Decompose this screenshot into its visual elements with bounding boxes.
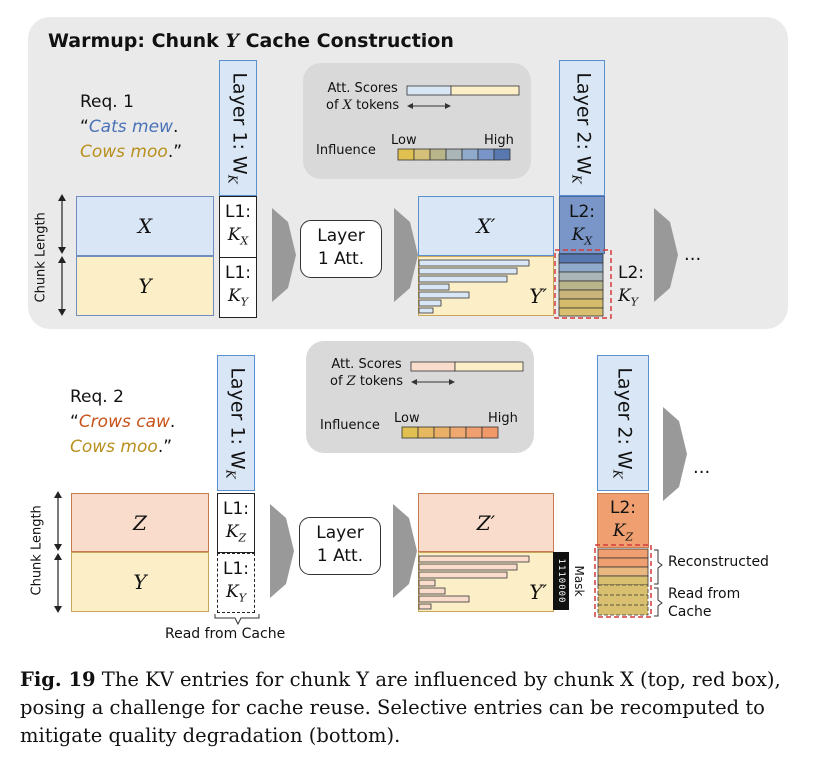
top-legend-low: Low [391, 133, 417, 148]
bottom-legend-low: Low [394, 411, 420, 426]
output-x-prime: X′ [418, 196, 554, 256]
mask-label: Mask [572, 565, 586, 597]
bottom-l1-kz: L1: KZ [217, 493, 255, 553]
req2-word1: Crows caw [78, 412, 170, 432]
bottom-arrow-1 [270, 504, 294, 598]
req1-text: Req. 1 “Cats mew. Cows moo.” [80, 92, 183, 162]
chunk-y-top: Y [76, 256, 214, 316]
top-title: Warmup: Chunk Y Cache Construction [48, 30, 454, 52]
top-ellipsis: ... [684, 244, 702, 265]
top-l2-kx: L2: KX [559, 196, 605, 254]
req1-label: Req. 1 [80, 92, 134, 112]
req1-word2: Cows moo [80, 142, 168, 162]
caption-text: The KV entries for chunk Y are influence… [20, 668, 781, 747]
read-from-cache-label: Read from Cache [165, 626, 286, 642]
req2-word2: Cows moo [70, 437, 158, 457]
chunk-z: Z [71, 493, 209, 552]
bottom-arrow-3 [663, 407, 687, 501]
bottom-chunk-length-arrows [54, 491, 62, 613]
req1-word1: Cats mew [88, 117, 173, 137]
figure-caption: Fig. 19 The KV entries for chunk Y are i… [20, 666, 810, 750]
top-layer2-weights: Layer 2: WK [559, 60, 605, 196]
cache-label: Cache [668, 604, 712, 620]
req2-label: Req. 2 [70, 387, 124, 407]
top-legend-scores-label: Att. Scores of X tokens [326, 81, 400, 113]
output-z-prime: Z′ [418, 493, 554, 552]
bottom-legend-scores-label: Att. Scores of Z tokens [330, 357, 403, 389]
top-chunk-length-arrows [58, 194, 66, 316]
read-from-label: Read from [668, 586, 741, 602]
bottom-l1-ky-cached: L1: KY [217, 553, 255, 613]
top-l1-ky: L1: KY [219, 257, 257, 318]
read-from-cache-bracket [214, 614, 260, 626]
chunk-y-bottom: Y [71, 552, 209, 612]
bottom-legend-score-bar [410, 361, 524, 385]
top-arrow-1 [272, 208, 296, 302]
bottom-l2-ky-stack [594, 544, 652, 618]
top-l1-kx: L1: KX [219, 196, 257, 258]
top-chunk-length-label: Chunk Length [33, 212, 49, 303]
top-arrow-3 [654, 208, 678, 302]
chunk-x: X [76, 196, 214, 256]
top-legend-influence-label: Influence [316, 143, 376, 158]
top-l2-ky-label: L2: KY [618, 263, 645, 309]
bottom-layer1-weights: Layer 1: WK [217, 355, 255, 491]
top-arrow-2 [394, 208, 418, 302]
top-legend-influence-scale [397, 148, 511, 161]
bottom-l2-kz: L2: KZ [597, 493, 649, 548]
top-legend-score-bar [406, 85, 520, 109]
caption-fig-label: Fig. 19 [20, 668, 96, 691]
bottom-legend-influence-scale [401, 426, 499, 439]
bottom-attention-score-bars [418, 555, 530, 610]
bottom-legend-influence-label: Influence [320, 418, 380, 433]
top-attention-score-bars [418, 259, 530, 314]
top-l2-ky-influence-stack [554, 249, 612, 319]
top-layer1-weights: Layer 1: WK [219, 60, 257, 196]
reconstructed-bracket [654, 549, 663, 617]
reconstructed-label: Reconstructed [668, 554, 769, 570]
mask-column: 1110000 [553, 552, 569, 610]
top-legend-high: High [484, 133, 514, 148]
bottom-arrow-2 [393, 504, 417, 598]
bottom-legend-high: High [488, 411, 518, 426]
bottom-layer2-weights: Layer 2: WK [597, 355, 649, 491]
req2-text: Req. 2 “Crows caw. Cows moo.” [70, 387, 176, 457]
bottom-ellipsis: ... [693, 457, 711, 478]
bottom-chunk-length-label: Chunk Length [29, 505, 45, 596]
